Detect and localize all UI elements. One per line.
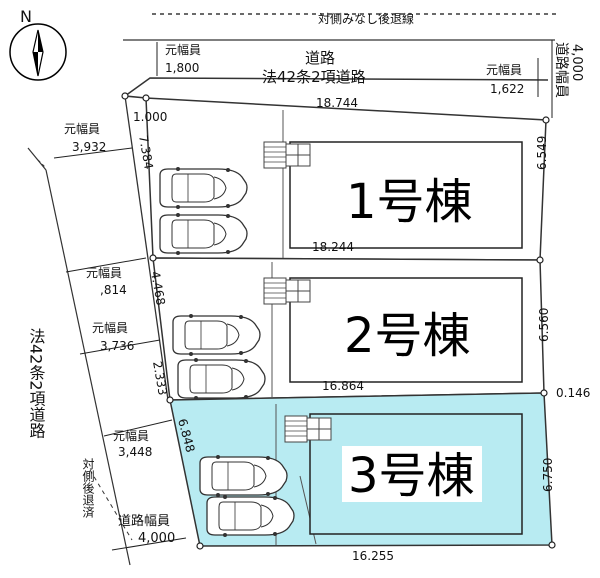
lot-1-label: 1号棟: [346, 174, 473, 230]
svg-text:3,932: 3,932: [72, 140, 106, 154]
north-arrow-icon: [9, 23, 67, 81]
dim-right-lot3: 6.750: [541, 458, 555, 492]
svg-text:,814: ,814: [100, 283, 127, 297]
left-road-width: 道路幅員 4,000: [111, 513, 187, 551]
stairs-2: [263, 277, 311, 305]
svg-text:1,800: 1,800: [165, 61, 199, 75]
dim-offset: 0.146: [556, 386, 590, 400]
top-road-boundary: [124, 77, 549, 97]
lot-2-label: 2号棟: [344, 308, 471, 364]
svg-text:4,000: 4,000: [138, 531, 175, 546]
svg-text:3,736: 3,736: [100, 339, 134, 353]
svg-text:4,000: 4,000: [569, 44, 584, 81]
stairs-1: [263, 141, 311, 169]
building-1: [289, 141, 523, 249]
svg-text:道路幅員: 道路幅員: [553, 42, 569, 98]
top-road-name: 道路: [305, 49, 335, 67]
svg-text:元幅員: 元幅員: [165, 42, 201, 57]
north-label: N: [20, 7, 32, 26]
left-orig-width-2: 元幅員 ,814: [65, 257, 147, 297]
left-orig-width-4: 元幅員 3,448: [103, 419, 173, 459]
building-2: [289, 277, 523, 383]
left-orig-width-1: 元幅員 3,932: [53, 121, 133, 159]
dim-right-lot1: 6.549: [535, 136, 549, 170]
lot-3-label-box: [342, 446, 482, 502]
dim-line-lot2: 16.864: [322, 379, 364, 393]
left-road-setback-label: 対側後退済: [81, 458, 95, 518]
left-setback-line: [89, 469, 133, 541]
svg-text:1,622: 1,622: [490, 82, 524, 96]
svg-text:元幅員: 元幅員: [64, 121, 100, 136]
dim-corner-cut: 1.000: [133, 110, 167, 124]
svg-text:3,448: 3,448: [118, 445, 152, 459]
svg-text:元幅員: 元幅員: [113, 428, 149, 443]
top-road-width: 道路幅員 4,000: [551, 40, 584, 118]
svg-text:元幅員: 元幅員: [86, 265, 122, 280]
top-road-orig-width-left: 元幅員 1,800: [156, 42, 201, 76]
boundary-markers: [121, 92, 556, 550]
dim-top-frontage: 18.744: [316, 96, 358, 110]
dim-left-lot1: 7.384: [136, 134, 156, 170]
left-orig-width-3: 元幅員 3,736: [79, 320, 161, 355]
stairs-3: [284, 415, 332, 443]
lot-3-label: 3号棟: [348, 448, 475, 504]
dim-line-lot1: 18.244: [312, 240, 354, 254]
setback-line-label: 対側みなし後退線: [318, 11, 414, 26]
dim-bottom: 16.255: [352, 549, 394, 563]
dim-left-lot2b: 2.333: [150, 360, 170, 396]
svg-text:道路幅員: 道路幅員: [118, 513, 170, 529]
top-road-orig-width-right: 元幅員 1,622: [486, 58, 539, 97]
svg-text:元幅員: 元幅員: [92, 320, 128, 335]
left-road-edge: [45, 169, 131, 566]
left-road-law-label: 法42条2項道路: [27, 328, 46, 439]
dim-left-lot2: 4.468: [148, 270, 168, 306]
top-road-law-label: 法42条2項道路: [262, 68, 366, 86]
svg-text:元幅員: 元幅員: [486, 62, 522, 77]
dim-right-lot2: 6.560: [537, 308, 551, 342]
